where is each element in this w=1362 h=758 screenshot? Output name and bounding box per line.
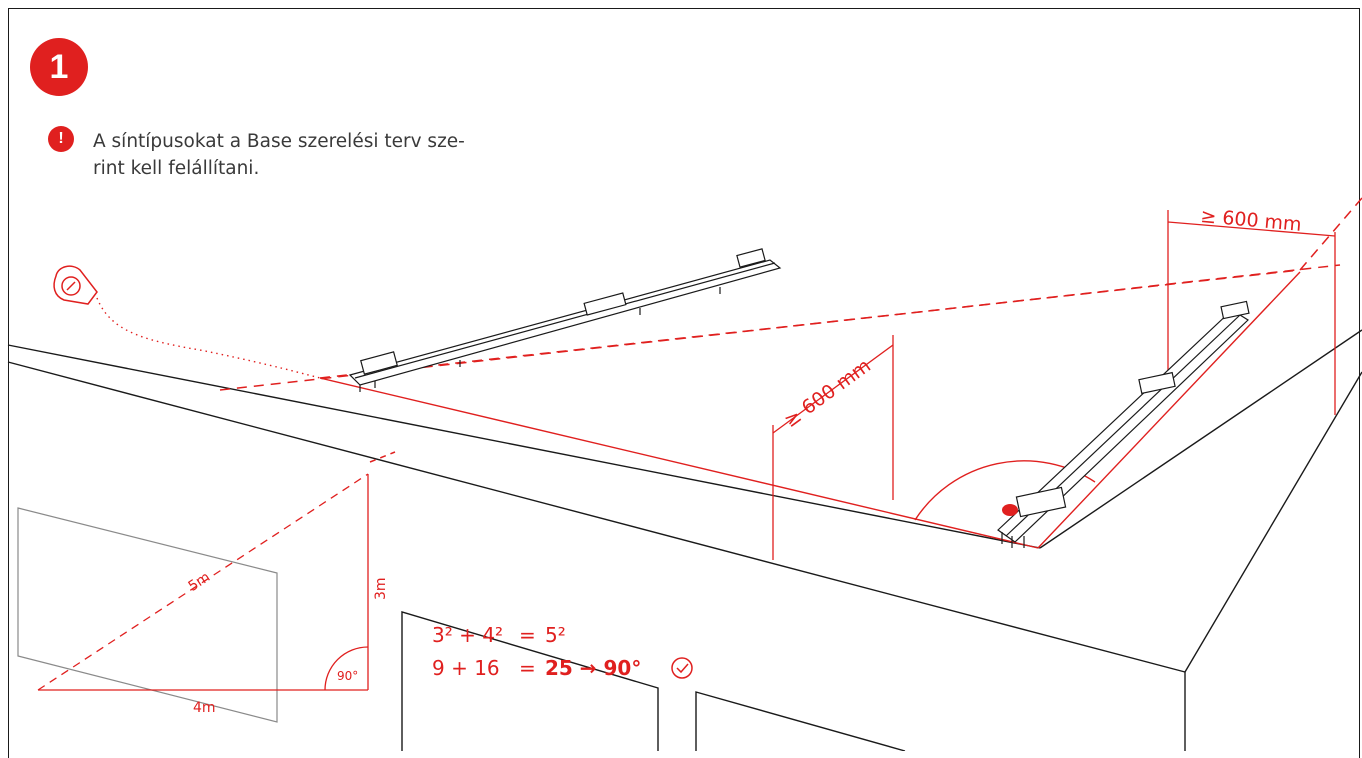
formula-line1-right: 5² bbox=[545, 623, 566, 647]
dimension-label-right: ≥ 600 mm bbox=[1200, 205, 1303, 236]
formula-line1-equals: = bbox=[519, 623, 536, 647]
right-angle-label: 90° bbox=[337, 669, 358, 683]
base-side-label: 4m bbox=[193, 700, 216, 716]
warning-note-line1: A síntípusokat a Base szerelési terv sze… bbox=[93, 131, 465, 152]
formula-line1-left: 3² + 4² bbox=[432, 623, 503, 647]
vertical-side-label: 3m bbox=[373, 577, 389, 600]
laser-beam-dotted bbox=[96, 297, 321, 379]
right-triangle bbox=[37, 473, 369, 691]
formula-line2-result: 25 → 90° bbox=[545, 656, 641, 680]
step-number-badge: 1 bbox=[30, 38, 88, 96]
check-circle-icon bbox=[671, 657, 693, 679]
hypotenuse-label: 5m bbox=[186, 569, 214, 595]
marking-point bbox=[1002, 504, 1018, 516]
dimension-label-middle: ≥ 600 mm bbox=[780, 355, 875, 432]
diagram-frame bbox=[8, 8, 1360, 758]
pythagoras-formula: 3² + 4² = 5² 9 + 16 = 25 → 90° bbox=[432, 623, 693, 680]
warning-note-line2: rint kell felállítani. bbox=[93, 158, 260, 179]
warning-icon: ! bbox=[48, 126, 74, 152]
wall-rectangle bbox=[17, 507, 278, 723]
laser-device-icon bbox=[53, 265, 98, 305]
building-outline bbox=[7, 329, 1362, 751]
mounting-rail-right bbox=[997, 300, 1250, 548]
dimension-lines bbox=[772, 210, 1336, 560]
mounting-rail-left bbox=[348, 248, 782, 392]
warning-note: A síntípusokat a Base szerelési terv sze… bbox=[93, 128, 553, 182]
formula-line2-equals: = bbox=[519, 656, 536, 680]
formula-line2-left: 9 + 16 bbox=[432, 656, 500, 680]
